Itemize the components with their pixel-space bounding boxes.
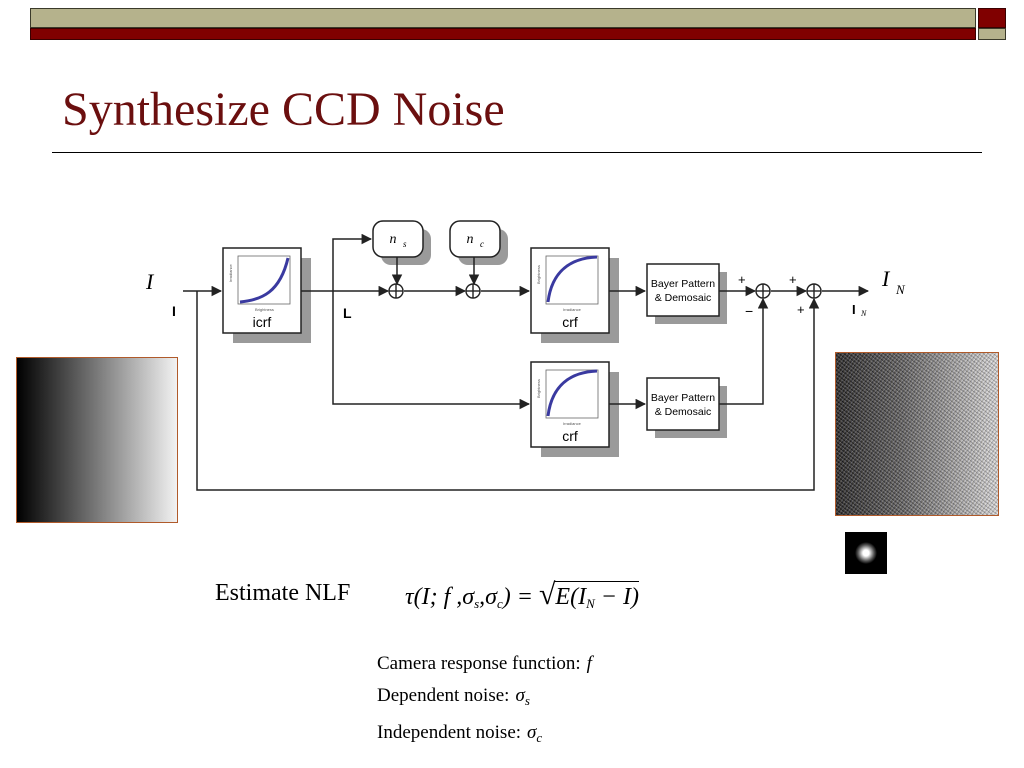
formula-lhs: τ(I; f ,σ <box>405 584 475 610</box>
definition-symbol: f <box>586 653 592 674</box>
title-divider <box>52 152 982 153</box>
input-label-italic: I <box>145 269 155 294</box>
definitions-list: Camera response function:f Dependent noi… <box>377 648 592 754</box>
crf-bottom-xlabel: Irradiance <box>563 421 582 426</box>
bayer-bottom-block: Bayer Pattern & Demosaic <box>646 377 727 438</box>
header-bar-olive <box>30 8 976 28</box>
diagram-connectors <box>183 233 870 491</box>
definition-item: Independent noise:σc <box>377 717 592 754</box>
sum4-plus-top-sign: + <box>789 272 797 287</box>
crf-bottom-ylabel: Brightness <box>536 379 541 398</box>
l-label: L <box>343 305 352 321</box>
slide-title: Synthesize CCD Noise <box>62 83 505 136</box>
crf-bottom-label: crf <box>562 428 578 444</box>
definition-text: Camera response function: <box>377 653 581 674</box>
crf-top-ylabel: Brightness <box>536 265 541 284</box>
noise-kernel-image <box>845 532 887 574</box>
estimate-nlf-label: Estimate NLF <box>215 580 351 606</box>
output-label-italic-sub: N <box>895 282 906 297</box>
definition-item: Dependent noise:σs <box>377 680 592 717</box>
header-bar-red <box>30 28 976 40</box>
noise-shot-sub: s <box>403 239 407 249</box>
formula-rhs-a: E(I <box>555 584 587 610</box>
icrf-label: icrf <box>253 314 272 330</box>
output-label-italic: I <box>881 266 891 291</box>
noise-shot-symbol: n <box>390 232 397 247</box>
noise-read-block: n c <box>449 220 508 265</box>
output-label-bold-sub: N <box>860 309 867 318</box>
formula-sub-n: N <box>586 596 595 611</box>
bayer-top-line1: Bayer Pattern <box>651 278 715 290</box>
bayer-bottom-line1: Bayer Pattern <box>651 392 715 404</box>
input-gradient-image <box>16 357 178 523</box>
formula-sub-c: c <box>496 596 503 611</box>
crf-top-label: crf <box>562 314 578 330</box>
crf-top-block: Brightness Irradiance crf <box>530 247 619 343</box>
summing-junctions <box>388 283 822 299</box>
input-label-bold: I <box>172 303 176 319</box>
header-square-red <box>978 8 1006 28</box>
header-bar <box>30 8 1006 42</box>
crf-bottom-block: Brightness Irradiance crf <box>530 361 619 457</box>
sum3-plus-sign: + <box>738 272 746 287</box>
bayer-top-block: Bayer Pattern & Demosaic <box>646 263 727 324</box>
noise-pipeline-diagram: Irradiance Brightness icrf Brightness Ir… <box>145 220 906 491</box>
header-square-olive <box>978 28 1006 40</box>
crf-top-xlabel: Irradiance <box>563 307 582 312</box>
noise-shot-block: n s <box>372 220 431 265</box>
sum3-minus-sign: − <box>745 303 753 319</box>
bayer-bottom-line2: & Demosaic <box>655 406 712 418</box>
sqrt-icon: √ <box>538 578 556 611</box>
icrf-block: Irradiance Brightness icrf <box>222 247 311 343</box>
icrf-xlabel: Brightness <box>255 307 274 312</box>
definition-item: Camera response function:f <box>377 648 592 680</box>
noise-read-symbol: n <box>467 232 474 247</box>
formula-rhs-b: − I) <box>594 584 639 610</box>
formula-mid: ,σ <box>479 584 497 610</box>
noisy-output-image <box>835 352 999 516</box>
nlf-formula: τ(I; f ,σs,σc) = √E(IN − I) <box>405 578 639 612</box>
icrf-ylabel: Irradiance <box>228 263 233 282</box>
definition-sub: s <box>524 693 530 708</box>
definition-sub: c <box>536 730 543 745</box>
bayer-top-line2: & Demosaic <box>655 292 712 304</box>
definition-symbol: σ <box>515 685 525 706</box>
formula-sub-s: s <box>474 596 480 611</box>
formula-eq: ) = <box>502 584 539 610</box>
definition-symbol: σ <box>527 722 537 743</box>
output-label-bold: I <box>852 302 856 317</box>
definition-text: Independent noise: <box>377 722 522 743</box>
definition-text: Dependent noise: <box>377 685 510 706</box>
sum4-plus-bottom-sign: + <box>797 302 805 317</box>
noise-read-sub: c <box>480 239 484 249</box>
